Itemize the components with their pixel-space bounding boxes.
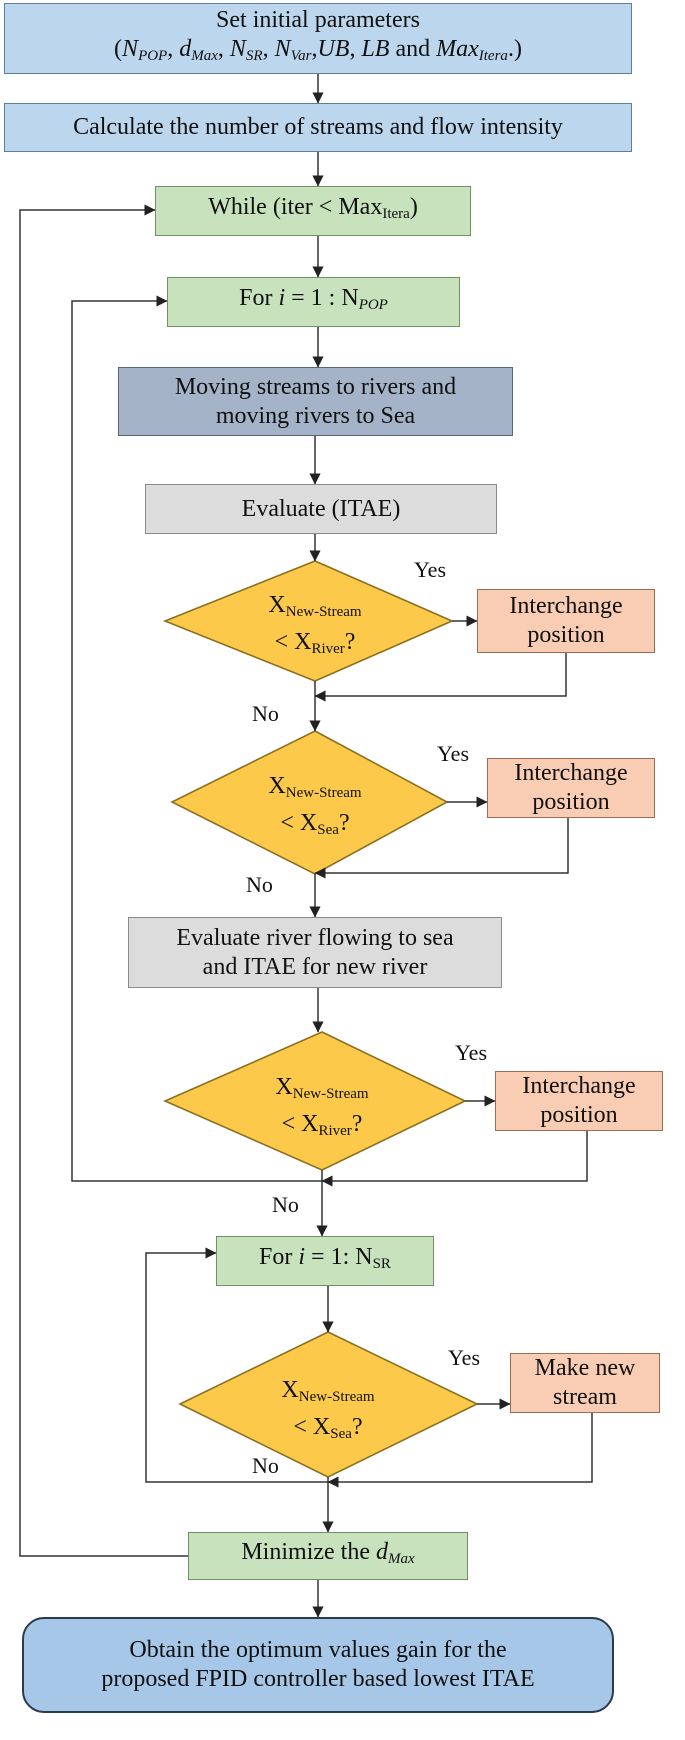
for-sr-loop-box: For i = 1: NSR (216, 1236, 434, 1286)
no-label-3: No (272, 1192, 299, 1217)
arrow-loop-pop (71, 295, 322, 1182)
yes-label-2: Yes (437, 741, 470, 766)
interchange-position-box-3: Interchange position (495, 1071, 663, 1131)
no-label-4: No (252, 1453, 279, 1478)
init-title: Set initial parameters (216, 7, 420, 33)
interchange-position-box-1: Interchange position (477, 589, 655, 653)
decision-1-label: XNew-Stream < XRiver? (268, 592, 362, 657)
evaluate-itae-box: Evaluate (ITAE) (145, 484, 497, 534)
yes-label-4: Yes (448, 1345, 481, 1370)
arrow-ic3-return (321, 1131, 588, 1187)
decision-4-label: XNew-Stream < XSea? (281, 1377, 375, 1442)
no-label-2: No (246, 872, 273, 897)
init-params: (NPOP, dMax, NSR, NVar,UB, LB and MaxIte… (114, 36, 522, 64)
minimize-dmax-box: Minimize the dMax (188, 1532, 468, 1580)
arrow-loop-while (19, 204, 188, 1557)
interchange-position-box-2: Interchange position (487, 758, 655, 818)
decision-2-label: XNew-Stream < XSea? (268, 773, 362, 838)
obtain-optimum-values-box: Obtain the optimum values gain for the p… (22, 1617, 614, 1713)
while-loop-box: While (iter < MaxItera) (155, 186, 471, 236)
arrow-loop-sr (145, 1247, 328, 1483)
init-parameters-box: Set initial parameters (NPOP, dMax, NSR,… (4, 3, 632, 74)
yes-label-3: Yes (455, 1040, 488, 1065)
make-new-stream-box: Make new stream (510, 1353, 660, 1413)
decision-3-label: XNew-Stream < XRiver? (275, 1074, 369, 1139)
no-label-1: No (252, 701, 279, 726)
arrow-newstream-return (327, 1413, 593, 1488)
arrow-ic2-return (314, 818, 569, 879)
for-pop-loop-box: For i = 1 : NPOP (167, 277, 460, 327)
evaluate-river-box: Evaluate river flowing to sea and ITAE f… (128, 917, 502, 988)
calculate-streams-box: Calculate the number of streams and flow… (4, 103, 632, 152)
yes-label-1: Yes (414, 557, 447, 582)
arrow-ic1-return (314, 653, 567, 702)
moving-streams-box: Moving streams to rivers and moving rive… (118, 367, 513, 436)
